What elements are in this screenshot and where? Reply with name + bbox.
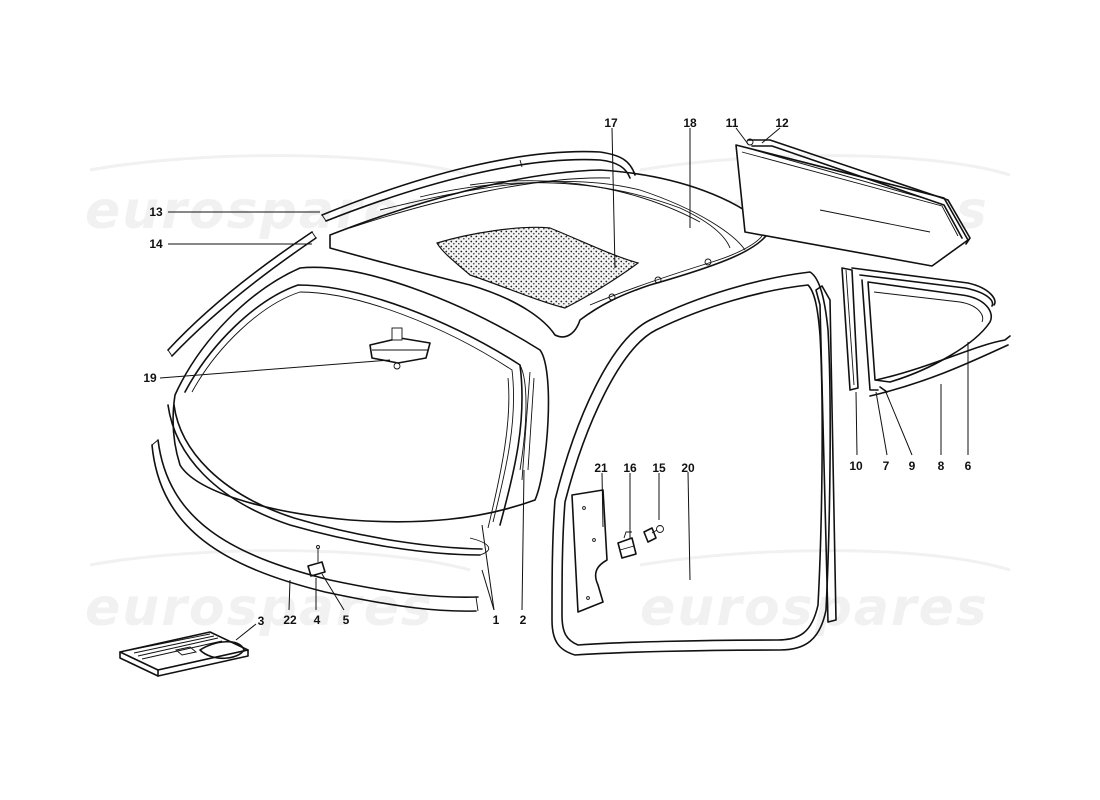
roof-moulding <box>321 150 636 222</box>
door-catch <box>617 531 637 559</box>
callout-7: 7 <box>883 459 890 473</box>
rear-window <box>735 138 971 267</box>
windscreen <box>172 266 550 529</box>
watermark-text: eurospares <box>85 578 434 638</box>
callout-4: 4 <box>314 613 321 627</box>
callout-14: 14 <box>149 237 163 251</box>
callout-6: 6 <box>965 459 972 473</box>
callout-20: 20 <box>681 461 695 475</box>
windscreen-lower-mouldings <box>151 404 490 612</box>
callout-labels: 1 2 3 4 5 6 7 8 9 10 11 12 13 14 15 16 1… <box>143 116 971 628</box>
callout-11: 11 <box>726 116 739 130</box>
side-trim <box>167 231 317 357</box>
leader-lines <box>159 127 969 641</box>
callout-15: 15 <box>652 461 666 475</box>
callout-12: 12 <box>775 116 789 130</box>
door-panel <box>571 489 608 613</box>
callout-22: 22 <box>283 613 297 627</box>
callout-21: 21 <box>594 461 608 475</box>
callout-2: 2 <box>520 613 527 627</box>
callout-8: 8 <box>938 459 945 473</box>
door-button <box>643 525 664 543</box>
callout-16: 16 <box>623 461 637 475</box>
callout-13: 13 <box>149 205 163 219</box>
callout-17: 17 <box>604 116 618 130</box>
callout-1: 1 <box>493 613 500 627</box>
watermark-text: eurospares <box>640 578 989 638</box>
callout-3: 3 <box>258 614 265 628</box>
rear-view-mirror <box>369 327 431 370</box>
callout-10: 10 <box>849 459 863 473</box>
callout-19: 19 <box>143 371 157 385</box>
door-seal <box>551 271 837 656</box>
callout-18: 18 <box>683 116 697 130</box>
parts-box <box>119 631 249 677</box>
callout-5: 5 <box>343 613 350 627</box>
roof-panel <box>329 169 771 338</box>
callout-9: 9 <box>909 459 916 473</box>
quarter-window <box>841 267 1011 397</box>
